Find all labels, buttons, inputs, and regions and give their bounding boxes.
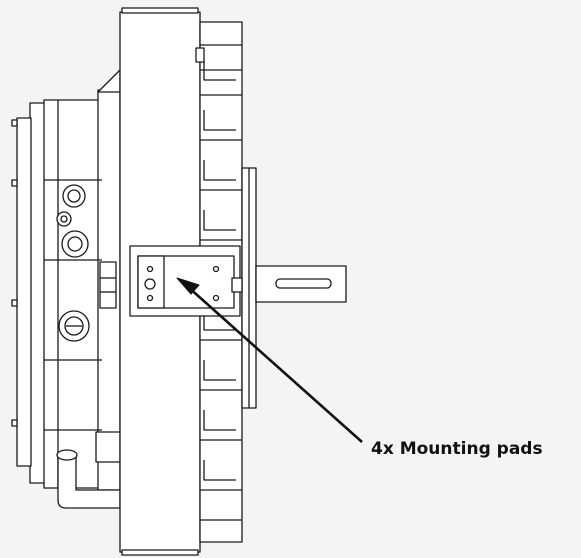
callout-label: 4x Mounting pads	[371, 439, 543, 459]
vent-plug	[56, 211, 72, 227]
callout-arrow	[176, 277, 363, 443]
connector-block	[99, 261, 117, 309]
cable-gland-top	[62, 184, 86, 208]
output-shaft	[255, 265, 347, 303]
cable-gland-middle	[61, 230, 89, 258]
rear-flange	[241, 167, 257, 409]
coolant-elbow	[56, 431, 121, 509]
cable-gland-bottom	[58, 310, 90, 342]
